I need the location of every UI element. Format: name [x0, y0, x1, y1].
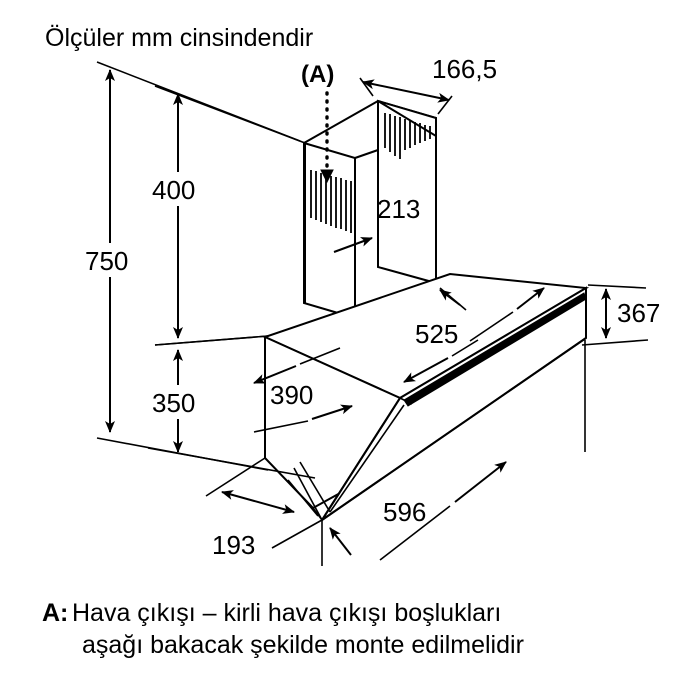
dimension-body-top-depth: 525: [403, 287, 545, 383]
dimension-label-166-5: 166,5: [432, 54, 497, 84]
dimension-glass-height: 367: [581, 284, 660, 346]
vent-slots-near-top: [384, 113, 431, 159]
footnote-line-1: Hava çıkışı – kirli hava çıkışı boşlukla…: [72, 599, 501, 627]
chimney-near-column: [377, 99, 437, 285]
callout-label-A: (A): [301, 61, 334, 88]
dimension-label-596: 596: [383, 497, 426, 527]
dimension-body-depth: 390: [253, 347, 353, 433]
dimension-label-367: 367: [617, 298, 660, 328]
dimension-duct-depth: 166,5: [359, 54, 497, 115]
dimension-label-213: 213: [377, 194, 420, 224]
dimension-label-390: 390: [270, 380, 313, 410]
dimension-label-193: 193: [212, 530, 255, 560]
dimension-total-width: 596: [321, 340, 586, 566]
dimension-label-750: 750: [85, 246, 128, 276]
dimension-duct-width: 213: [333, 194, 467, 311]
footnote-line-2: aşağı bakacak şekilde monte edilmelidir: [82, 631, 524, 659]
callout-air-outlet: (A): [301, 61, 334, 184]
hood-front-lip: [264, 457, 331, 521]
dimension-body-height: 350: [147, 335, 316, 479]
footnote-key: A:: [42, 599, 68, 627]
dimension-label-350: 350: [152, 388, 195, 418]
dimension-label-525: 525: [415, 319, 458, 349]
dimension-base-depth: 193: [205, 457, 323, 560]
dimension-chimney-height: 400: [150, 85, 306, 346]
chimney-far-column: [303, 141, 356, 320]
vent-slots-far: [310, 170, 352, 233]
page-title: Ölçüler mm cinsindendir: [45, 24, 313, 52]
footnote-block: A: Hava çıkışı – kirli hava çıkışı boşlu…: [42, 599, 524, 659]
hood-geometry-group: [262, 99, 590, 521]
dimension-label-400: 400: [152, 175, 195, 205]
